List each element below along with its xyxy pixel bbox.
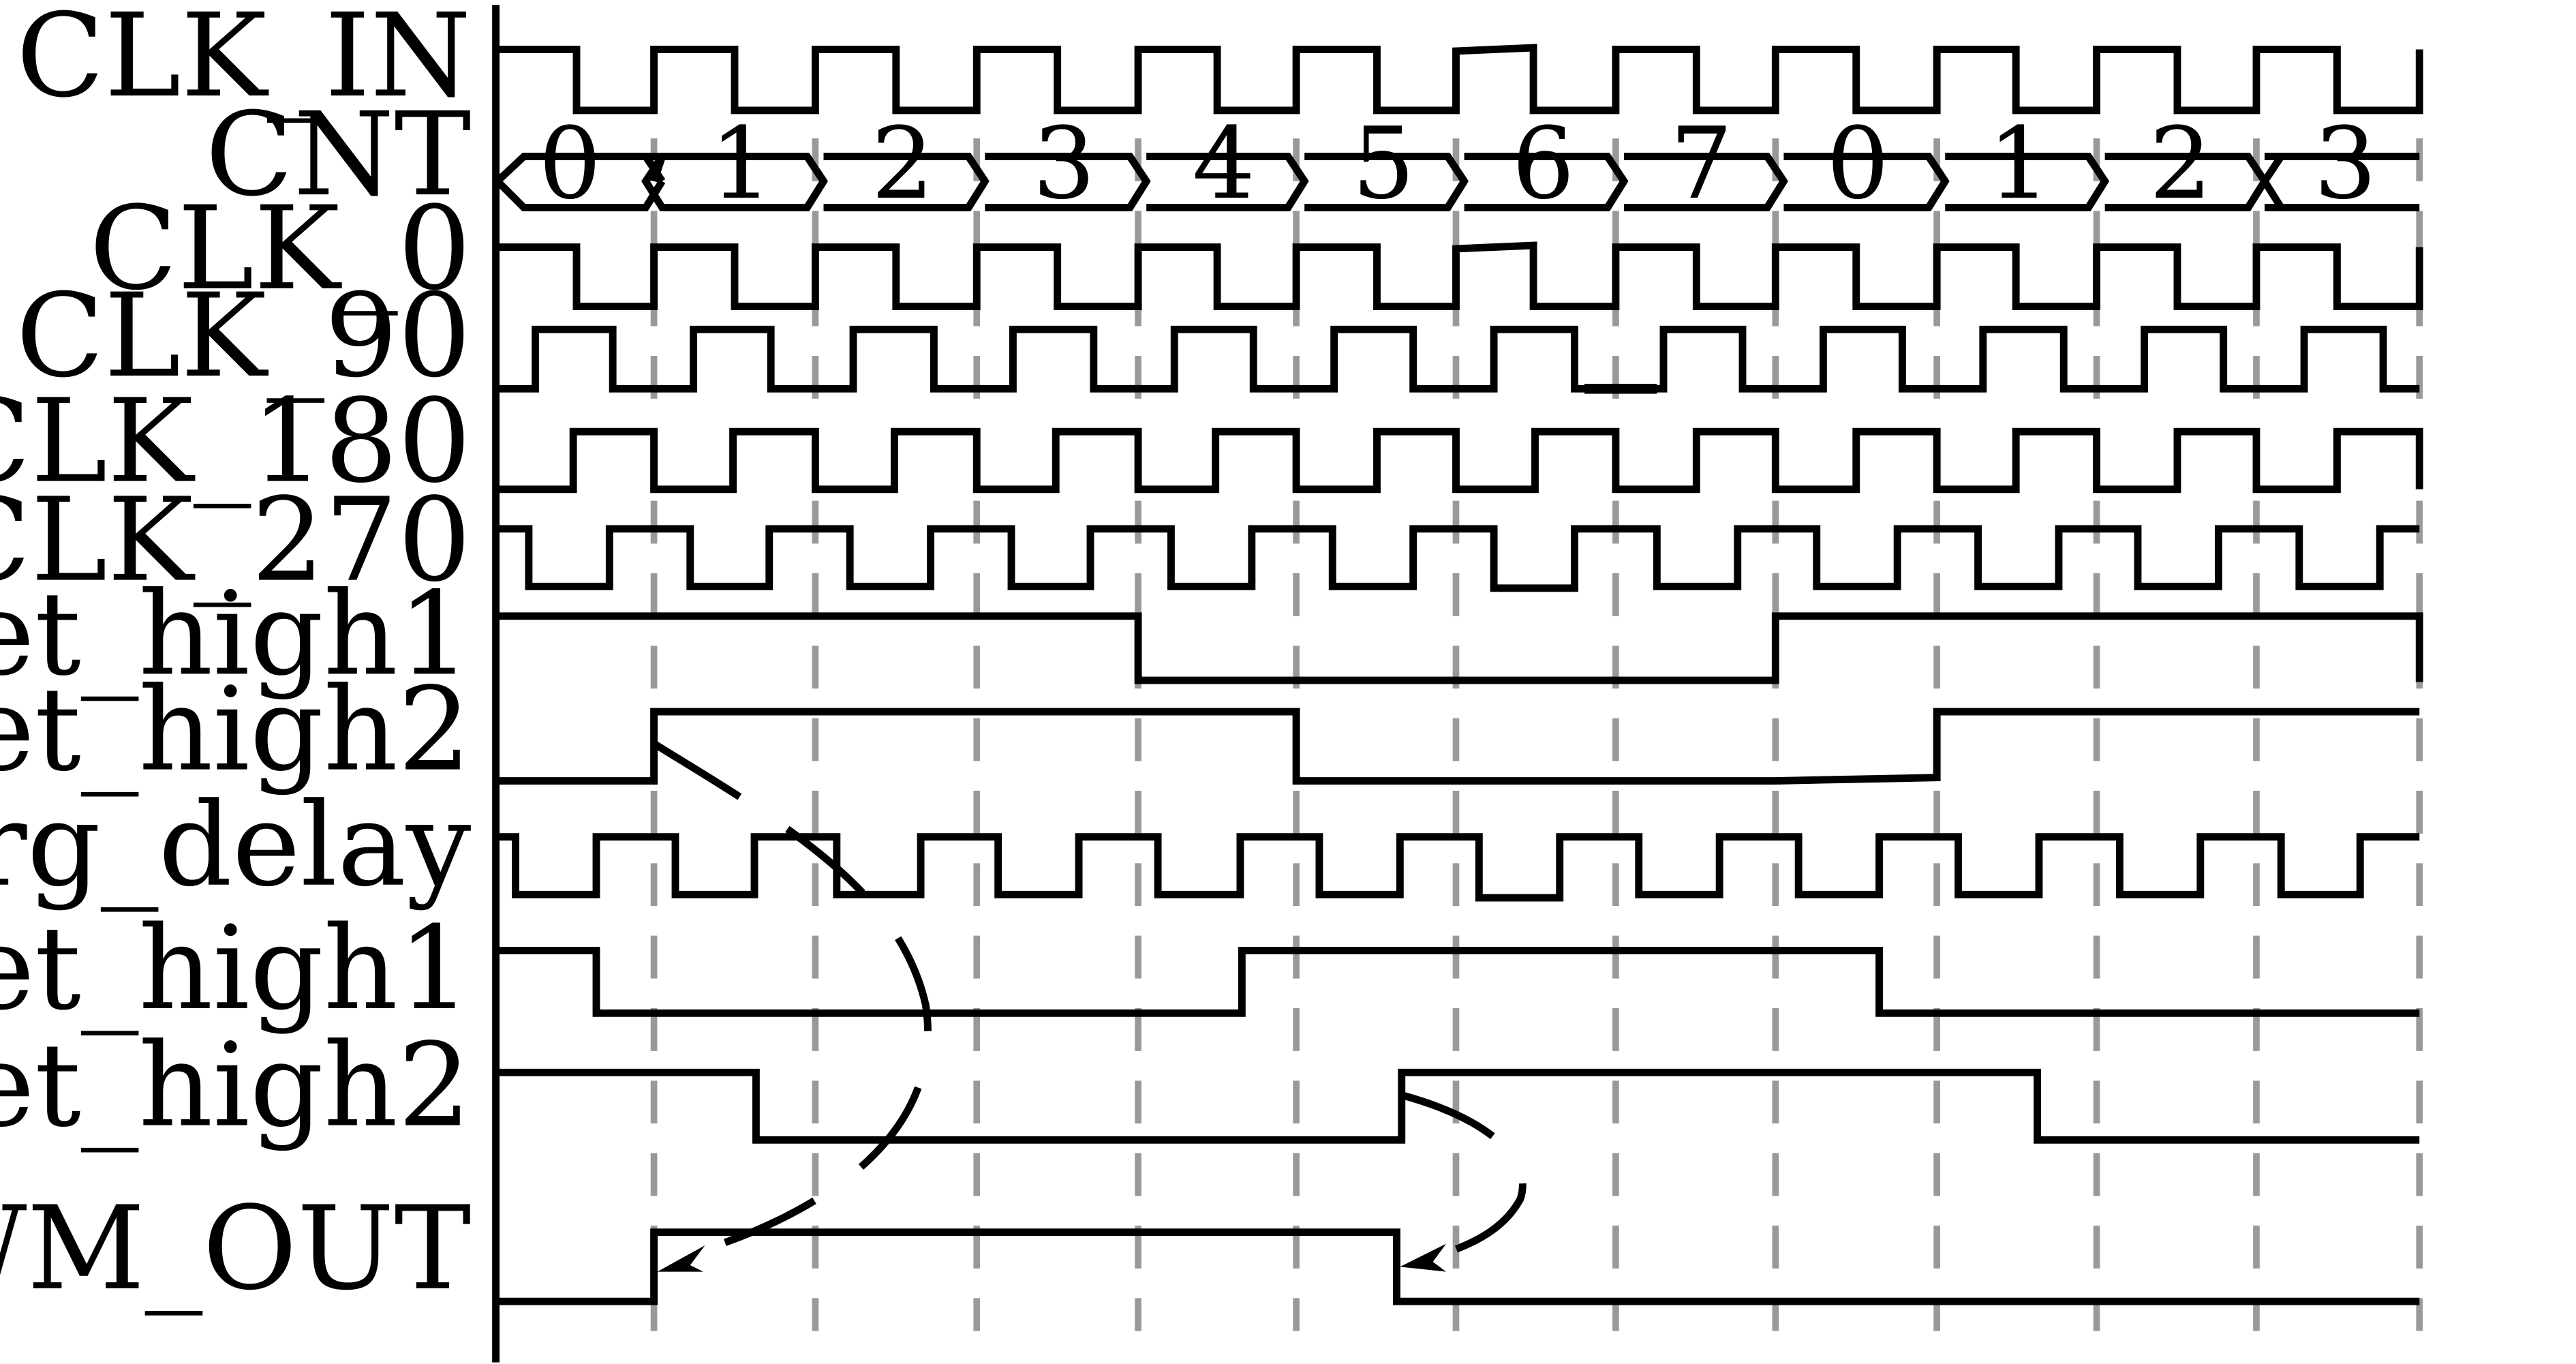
label-clk-in: CLK_IN bbox=[16, 0, 472, 123]
cnt-bus-edge bbox=[2261, 179, 2284, 210]
cnt-bus-edge bbox=[1604, 179, 1627, 210]
cnt-value: 1 bbox=[710, 106, 773, 222]
label-clk-90: CLK_90 bbox=[16, 269, 471, 403]
cnt-bus-edge bbox=[1444, 154, 1468, 183]
label-reset-high2: reset_high2 bbox=[0, 1018, 471, 1153]
label-clk-0: CLK_0 bbox=[89, 181, 471, 316]
cnt-value: 2 bbox=[871, 106, 934, 222]
cnt-bus-edge bbox=[1285, 154, 1308, 183]
wave-set-high1 bbox=[497, 612, 2423, 684]
label-set-high1: set_high1 bbox=[0, 566, 471, 701]
wave-reset-high1 bbox=[497, 946, 2420, 1017]
cnt-bus-edge bbox=[1925, 179, 1948, 210]
label-dpwm-out: DPWM_OUT bbox=[0, 1181, 471, 1316]
cnt-bus-edge bbox=[803, 179, 827, 210]
cnt-bus-edge bbox=[1604, 154, 1627, 183]
cnt-value: 6 bbox=[1512, 106, 1574, 222]
label-clk-180: CLK_180 bbox=[0, 374, 471, 509]
cnt-bus-edge bbox=[1764, 154, 1787, 183]
signal-labels: CLK_IN CNT CLK_0 CLK_90 CLK_180 CLK_270 … bbox=[0, 0, 472, 1316]
cnt-bus-edge bbox=[965, 154, 988, 183]
wave-trg-delay bbox=[497, 833, 2420, 902]
cnt-bus-edge bbox=[2261, 154, 2284, 183]
wave-set-high2 bbox=[497, 708, 2420, 785]
wave-clk-180 bbox=[497, 427, 2423, 494]
cnt-bus-edge bbox=[1126, 179, 1150, 210]
cnt-value: 4 bbox=[1193, 106, 1255, 222]
cnt-bus-edge bbox=[1444, 179, 1468, 210]
label-cnt: CNT bbox=[205, 87, 471, 222]
cnt-bus-edge bbox=[1285, 179, 1308, 210]
cnt-value: 3 bbox=[1032, 106, 1095, 222]
cnt-bus-edge bbox=[1126, 154, 1150, 183]
cnt-bus-edge bbox=[2245, 154, 2268, 183]
cnt-value: 3 bbox=[2314, 106, 2376, 222]
cnt-value: 2 bbox=[2149, 106, 2212, 222]
causal-arrow-set bbox=[654, 741, 932, 1259]
label-reset-high1: reset_high1 bbox=[0, 901, 471, 1035]
cnt-value: 0 bbox=[1826, 106, 1889, 222]
wave-clk-90 bbox=[497, 325, 2420, 393]
causal-arrows bbox=[654, 741, 1527, 1272]
cnt-bus-edge bbox=[2245, 179, 2268, 210]
cnt-bus-edge bbox=[803, 154, 827, 183]
grid-lines bbox=[650, 65, 2423, 1331]
arrowhead-icon bbox=[657, 1245, 705, 1272]
wave-clk-270 bbox=[497, 525, 2420, 592]
wave-clk-in bbox=[497, 44, 2423, 115]
cnt-bus-edge bbox=[2085, 154, 2109, 183]
wave-cnt bbox=[495, 153, 2420, 211]
cnt-value: 5 bbox=[1352, 106, 1415, 222]
wave-clk-0 bbox=[497, 241, 2423, 310]
cnt-bus-edge bbox=[2085, 179, 2109, 210]
label-trg-delay: trg_delay bbox=[0, 778, 472, 912]
label-set-high2: set_high2 bbox=[0, 663, 471, 797]
cnt-bus-edge bbox=[1764, 179, 1788, 210]
arrowhead-icon bbox=[1400, 1243, 1446, 1272]
causal-arrow-reset bbox=[1402, 1091, 1527, 1262]
cnt-value: 1 bbox=[1988, 106, 2051, 222]
cnt-bus-edge bbox=[965, 179, 988, 210]
cnt-value: 7 bbox=[1670, 106, 1732, 222]
wave-dpwm-out bbox=[497, 1228, 2420, 1305]
waveforms bbox=[495, 44, 2423, 1305]
cnt-bus-edge bbox=[1925, 154, 1948, 183]
wave-reset-high2 bbox=[497, 1068, 2420, 1144]
cnt-value: 0 bbox=[538, 106, 601, 222]
label-clk-270: CLK_270 bbox=[0, 473, 471, 607]
cnt-values: 0 1 2 3 4 5 6 7 0 1 2 3 bbox=[538, 106, 2376, 222]
